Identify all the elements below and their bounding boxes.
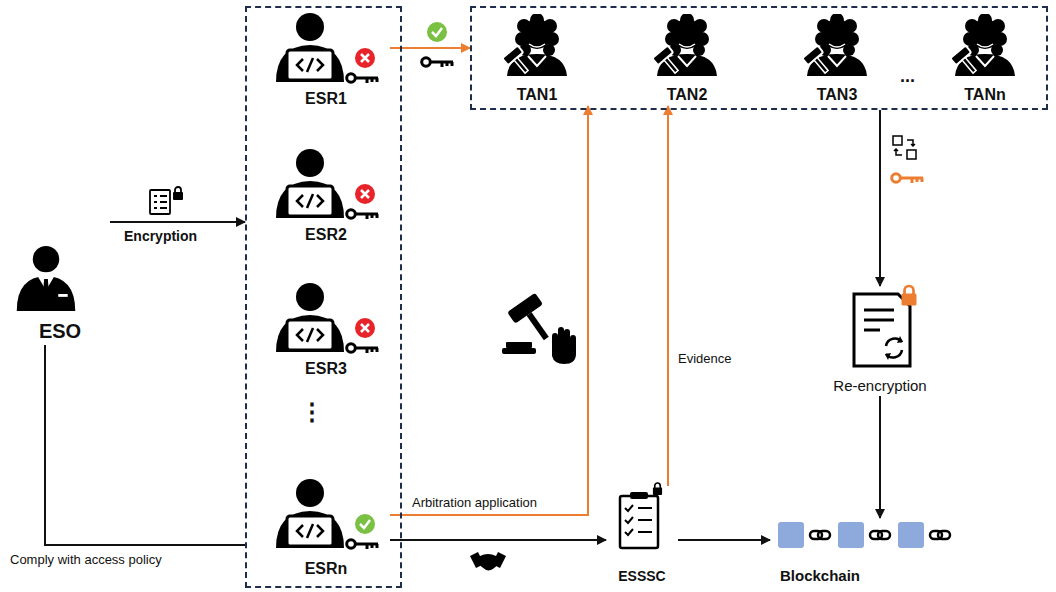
node-label: ESR3	[305, 360, 347, 378]
actor-node: ESO	[10, 215, 110, 345]
ellipsis-mark: ...	[898, 66, 917, 87]
connector	[879, 396, 881, 518]
edge-label: Arbitration application	[410, 496, 539, 511]
connector	[390, 539, 606, 541]
node-label: ESRn	[305, 560, 348, 578]
actor-node: TAN3	[778, 10, 896, 106]
ellipsis-mark: ⋮	[298, 398, 326, 426]
connector	[879, 110, 881, 286]
group-box: ESR1ESR2ESR3ESRn	[245, 6, 402, 588]
actor-node: ESR2	[262, 146, 390, 246]
node-label: ESR2	[305, 226, 347, 244]
node-label: TANn	[964, 86, 1005, 104]
actor-node: ESR3	[262, 280, 390, 380]
connector	[667, 106, 669, 486]
ledger-node: Blockchain	[770, 518, 1005, 586]
actor-node: TAN1	[478, 10, 596, 106]
actor-node: ESR1	[262, 10, 390, 110]
node-label: ESO	[39, 320, 81, 343]
actor-node: TANn	[928, 10, 1042, 106]
edge-label: Encryption	[122, 228, 199, 244]
connector	[110, 221, 245, 223]
edge-label: Evidence	[676, 352, 733, 367]
node-label: TAN3	[817, 86, 858, 104]
actor-node: ESRn	[262, 476, 390, 580]
connector	[390, 106, 588, 515]
node-label: ESR1	[305, 90, 347, 108]
actor-node: TAN2	[628, 10, 746, 106]
node-label: Re-encryption	[833, 377, 926, 394]
group-box: TAN1 TAN2 TAN3 TANn	[470, 6, 1048, 110]
node-label: ESSSC	[618, 568, 665, 584]
contract-node: ESSSC	[606, 486, 678, 586]
node-label: Blockchain	[780, 567, 860, 584]
node-label: TAN2	[667, 86, 708, 104]
node-label: TAN1	[517, 86, 558, 104]
connector	[678, 539, 770, 541]
edge-label: Comply with access policy	[8, 553, 164, 568]
connector	[390, 47, 470, 49]
connector	[45, 345, 245, 545]
process-node: Re-encryption	[820, 286, 940, 396]
